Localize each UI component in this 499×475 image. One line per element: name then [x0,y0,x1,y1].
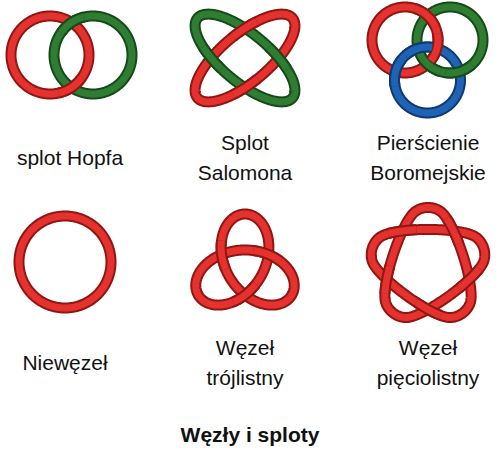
tube-body [388,230,416,234]
tube-edge [446,218,458,244]
knot-name: splot Hopfa [2,143,138,173]
tube-edge [385,266,390,294]
tube-edge [415,8,436,27]
tube-edge [395,59,402,86]
tube-body [416,302,441,315]
tube-edge [405,47,432,55]
tube-edge [195,14,295,102]
hopf-link [11,16,132,94]
tube-body [233,79,257,95]
tube-edge [19,216,111,308]
tube-edge [233,79,257,95]
figure-caption: Węzły i sploty [100,420,400,450]
tube-edge [54,16,132,94]
tube-body [445,65,472,73]
knot-name: Węzeł pięciolistny [363,333,493,393]
tube-edge [61,17,84,33]
knot-name: Splot Salomona [180,128,310,188]
tube-edge [459,269,480,289]
tube-body [415,8,436,27]
tube-body [233,284,256,302]
tube-edge [371,207,485,317]
tube-body [459,269,480,289]
tube-body [385,266,390,294]
tube-edge [445,65,472,73]
tube-edge [195,14,295,102]
tube-edge [253,251,280,262]
tube-edge [232,21,256,37]
tube-edge [59,77,82,93]
tube-body [54,16,132,94]
tube-edge [269,47,287,69]
tube-body [203,47,221,69]
unknot [19,216,111,308]
tube-body [269,47,287,69]
tube-body [196,214,294,305]
tube-body [221,241,226,270]
tube-body [61,17,84,33]
tube-body [195,14,295,102]
borromean-rings [372,7,483,113]
trefoil-knot [196,214,294,305]
knot-name: Niewęzeł [0,348,130,378]
tube-edge [233,284,256,302]
knot-name: Węzeł trójlistny [180,333,310,393]
tube-edge [388,230,416,234]
tube-body [405,47,432,55]
tube-body [195,14,295,102]
tube-edge [416,302,441,315]
tube-body [395,59,402,86]
tube-body [232,21,256,37]
knot-name: Pierścienie Boromejskie [363,128,493,188]
tube-edge [221,241,226,270]
tube-edge [203,47,221,69]
tube-body [371,207,485,317]
cinquefoil-knot [371,207,485,317]
tube-body [19,216,111,308]
tube-body [59,77,82,93]
solomon-link [195,14,295,102]
tube-edge [196,214,294,305]
tube-body [253,251,280,262]
tube-body [446,218,458,244]
